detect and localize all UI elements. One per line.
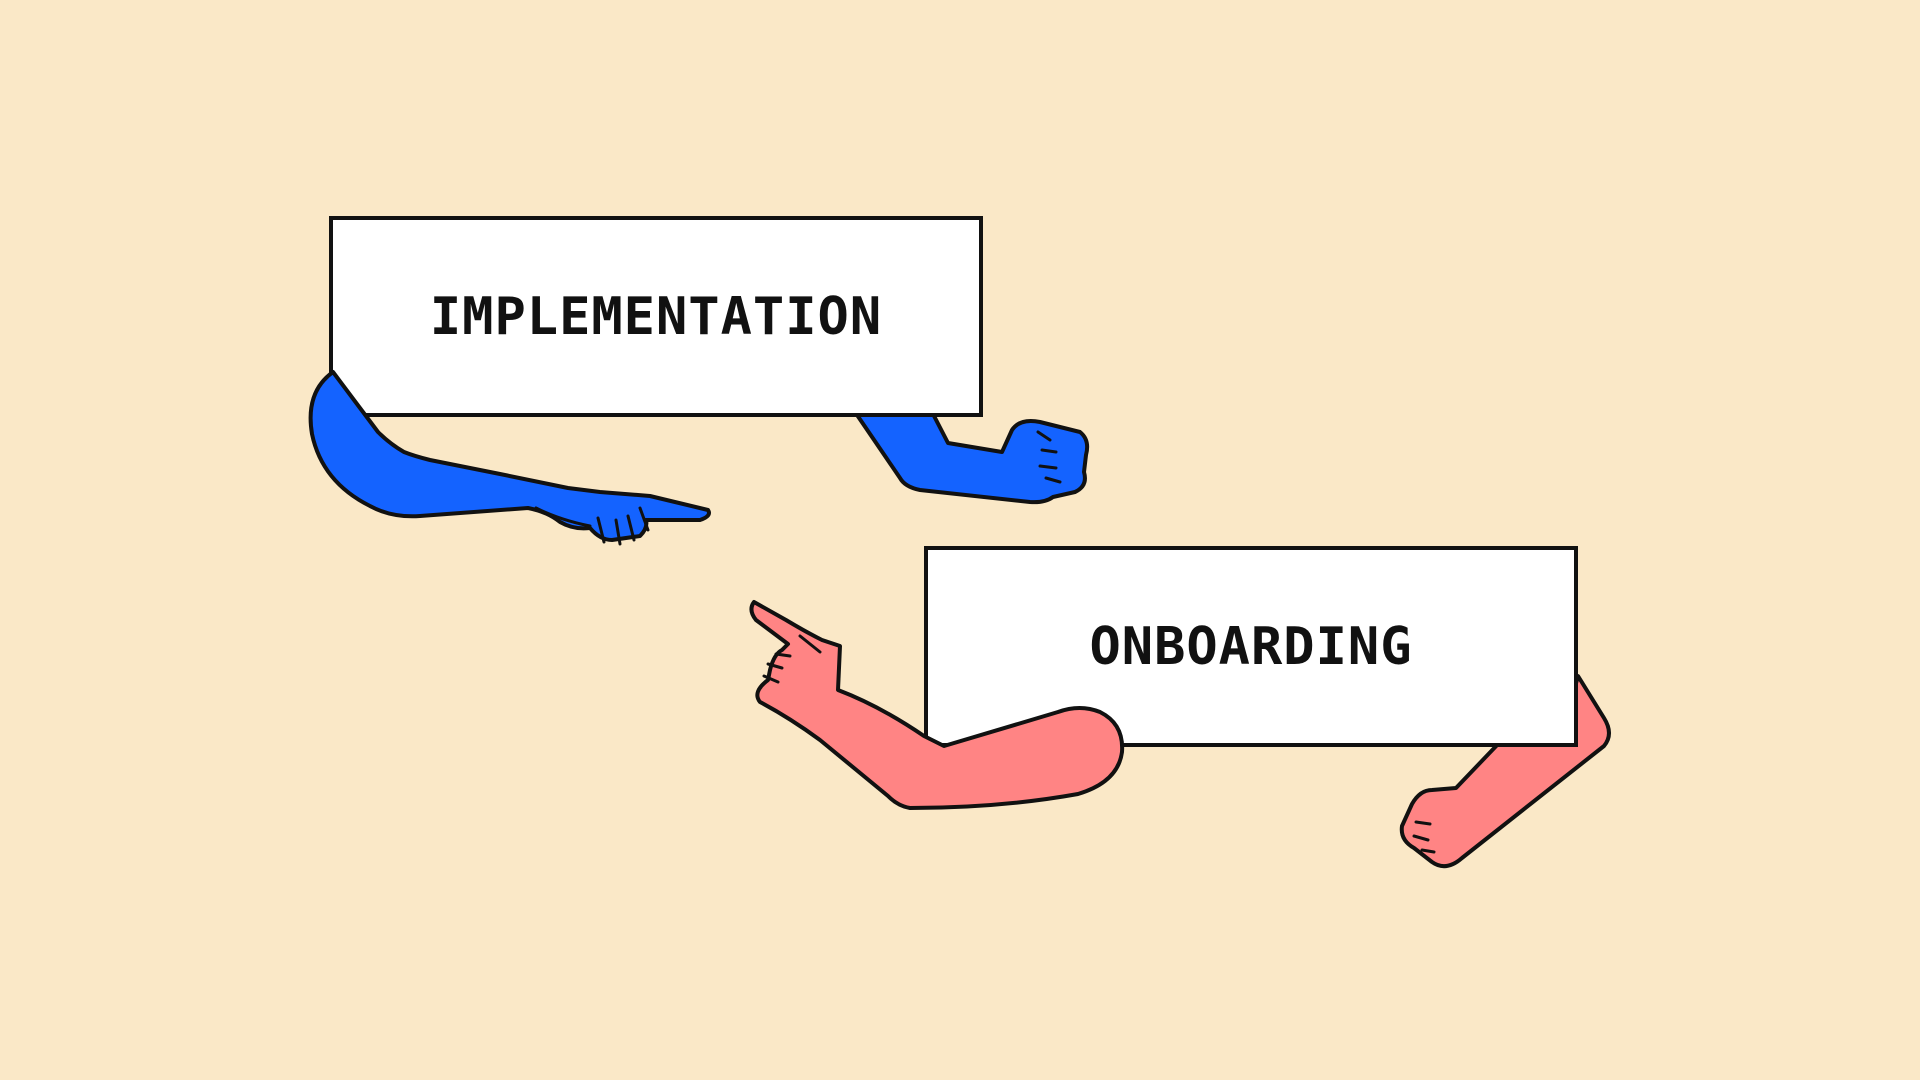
pink-pointing-arm — [749, 600, 1125, 810]
blue-fist-arm — [853, 410, 1090, 505]
onboarding-sign: ONBOARDING — [924, 546, 1578, 747]
pink-fist-arm — [1399, 674, 1611, 869]
blue-pointing-arm — [308, 370, 711, 546]
implementation-label: IMPLEMENTATION — [429, 286, 883, 347]
onboarding-label: ONBOARDING — [1089, 616, 1413, 677]
implementation-sign: IMPLEMENTATION — [329, 216, 983, 417]
